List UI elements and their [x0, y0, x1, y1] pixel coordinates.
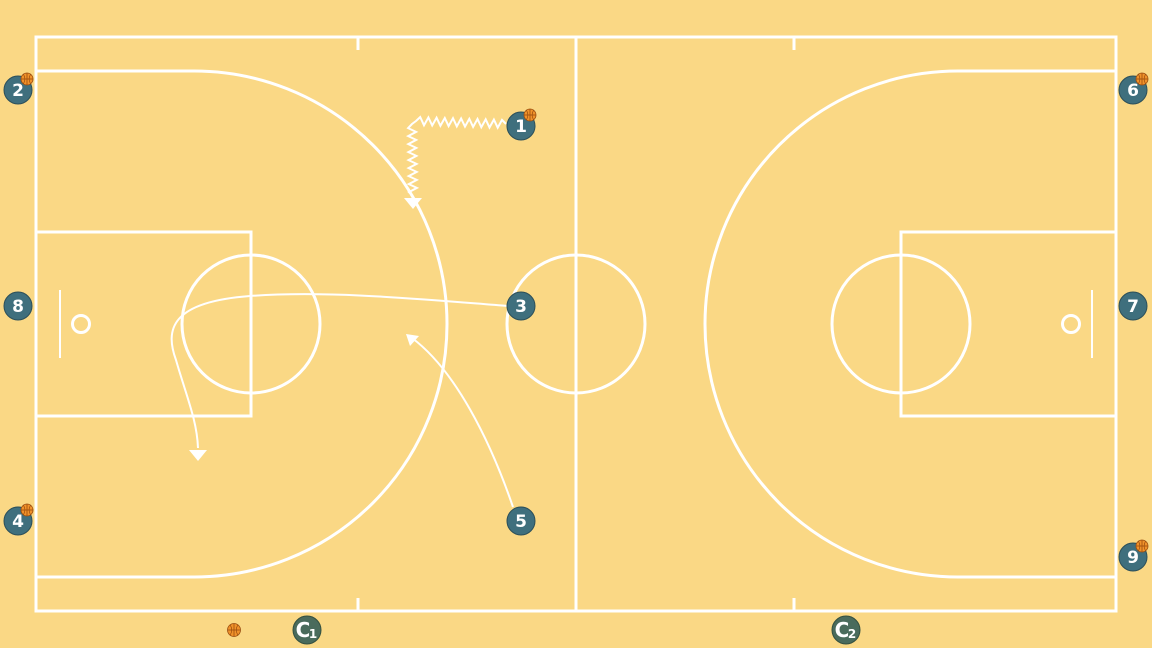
player-marker [1118, 291, 1148, 321]
player-2[interactable]: 2 [3, 72, 34, 105]
player-marker [506, 506, 536, 536]
player-marker [506, 291, 536, 321]
player-number: 9 [1127, 548, 1139, 568]
player-1[interactable]: 1 [506, 108, 537, 141]
loose-ball-layer [227, 623, 241, 637]
movement-paths [170, 115, 514, 508]
key-right [899, 230, 1118, 418]
cut-path-player-5 [411, 337, 514, 508]
coach-letter: C [835, 618, 850, 642]
hoop-right [1061, 314, 1081, 334]
court-lines [34, 35, 1118, 613]
dribble-arrowhead [404, 198, 422, 209]
coach-number: 2 [848, 627, 856, 641]
player-number: 1 [515, 117, 527, 137]
coach-2[interactable]: C2 [831, 615, 861, 645]
player-number: 6 [1127, 81, 1139, 101]
basketball-icon [20, 503, 34, 517]
player-5[interactable]: 5 [506, 506, 536, 536]
free-throw-circle-right [830, 253, 972, 395]
key-left [34, 230, 253, 418]
cut-arrowhead-player-5 [406, 334, 419, 346]
player-marker [3, 291, 33, 321]
hoop-left [71, 314, 91, 334]
coach-letter: C [296, 618, 311, 642]
three-point-arc-left [36, 69, 449, 579]
coach-number: 1 [309, 627, 317, 641]
arrowheads [189, 198, 422, 461]
player-9[interactable]: 9 [1118, 539, 1149, 572]
cut-path-player-3 [170, 293, 509, 449]
dribble-path [405, 115, 507, 197]
player-number: 3 [515, 297, 527, 317]
loose-basketball-icon [227, 623, 241, 637]
coach-1[interactable]: C1 [292, 615, 322, 645]
player-number: 8 [12, 297, 24, 317]
player-7[interactable]: 7 [1118, 291, 1148, 321]
players-layer: 1 2 3 4 5 6 7 8 9 [3, 72, 1149, 572]
three-point-arc-right [703, 69, 1116, 579]
free-throw-circle-left [180, 253, 322, 395]
center-circle [505, 253, 647, 395]
basketball-icon [20, 72, 34, 86]
player-4[interactable]: 4 [3, 503, 34, 536]
player-number: 4 [12, 512, 24, 532]
cut-arrowhead-player-3 [189, 450, 207, 461]
basketball-icon [1135, 72, 1149, 86]
coach-marker [831, 615, 861, 645]
player-number: 5 [515, 512, 527, 532]
basketball-icon [523, 108, 537, 122]
player-number: 7 [1127, 297, 1139, 317]
coach-marker [292, 615, 322, 645]
player-6[interactable]: 6 [1118, 72, 1149, 105]
player-8[interactable]: 8 [3, 291, 33, 321]
player-number: 2 [12, 81, 24, 101]
player-3[interactable]: 3 [506, 291, 536, 321]
basketball-icon [1135, 539, 1149, 553]
